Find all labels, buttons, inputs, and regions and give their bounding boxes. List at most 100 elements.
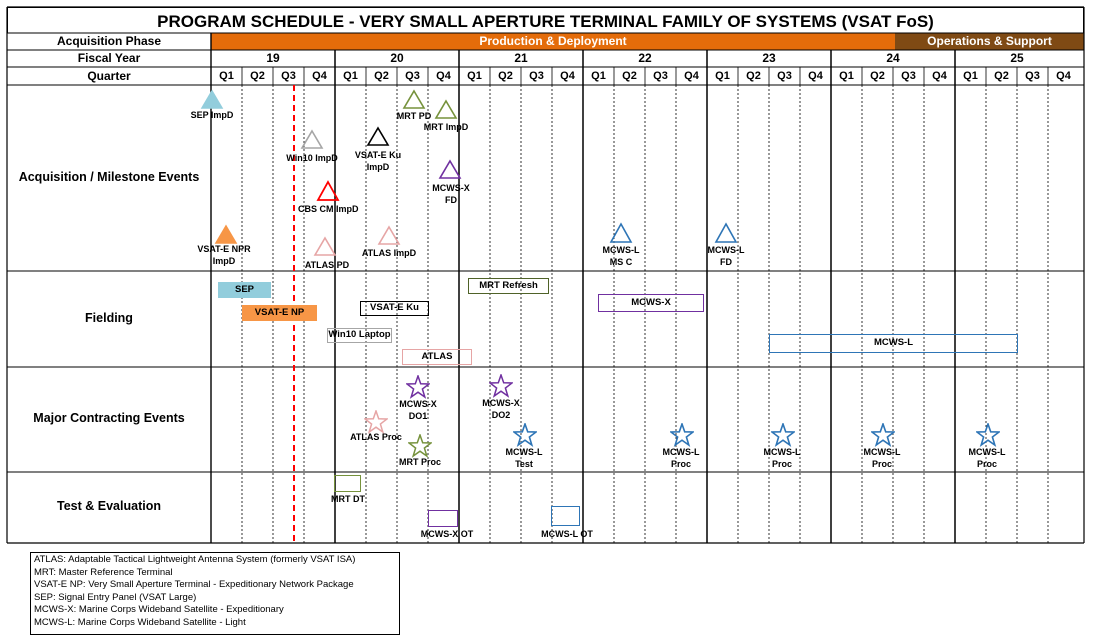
legend-entry: VSAT-E NP: Very Small Aperture Terminal … [34, 579, 354, 591]
triangle-icon [366, 126, 390, 146]
te-box-mcws-l-ot [551, 506, 580, 526]
fiscal-year-cell: 24 [886, 51, 900, 65]
contract-label: Proc [771, 459, 792, 469]
star-icon [976, 423, 1000, 447]
te-box-mcws-x-ot [428, 510, 458, 527]
milestone-label: ImpD [366, 162, 390, 172]
contract-label: MCWS-X [399, 399, 437, 409]
fiscal-year-label: Fiscal Year [77, 51, 141, 65]
contract-label: MRT Proc [398, 457, 441, 467]
milestone-label: MCWS-L [707, 245, 745, 255]
star-icon [364, 410, 388, 434]
quarter-cell: Q4 [560, 70, 575, 82]
triangle-icon [316, 180, 340, 201]
fielding-bar-atlas: ATLAS [402, 349, 472, 365]
quarter-cell: Q4 [1056, 70, 1071, 82]
triangle-icon [434, 99, 458, 119]
legend-entry: MRT: Master Reference Terminal [34, 566, 173, 578]
fiscal-year-cell: 21 [514, 51, 528, 65]
star-icon [513, 423, 537, 447]
row-label-acquisition: Acquisition / Milestone Events [18, 170, 200, 184]
quarter-cell: Q1 [467, 70, 482, 82]
milestone-label: ATLAS PD [304, 260, 350, 270]
triangle-icon [609, 222, 633, 243]
contract-label: MCWS-L [763, 447, 801, 457]
milestone-label: MCWS-X [432, 183, 470, 193]
triangle-icon [438, 159, 462, 179]
quarter-cell: Q1 [343, 70, 358, 82]
quarter-cell: Q3 [653, 70, 668, 82]
triangle-icon [714, 222, 738, 243]
acquisition-phase-label: Acquisition Phase [56, 34, 162, 48]
fiscal-year-cell: 22 [638, 51, 652, 65]
phase-operations-support: Operations & Support [895, 33, 1084, 50]
contract-label: Proc [871, 459, 892, 469]
quarter-cell: Q3 [405, 70, 420, 82]
legend-entry: MCWS-L: Marine Corps Wideband Satellite … [34, 616, 246, 628]
quarter-label: Quarter [87, 69, 131, 83]
quarter-cell: Q2 [498, 70, 513, 82]
milestone-label: MRT PD [396, 111, 432, 121]
quarter-cell: Q3 [777, 70, 792, 82]
quarter-cell: Q1 [963, 70, 978, 82]
milestone-label: VSAT-E NPR [197, 244, 251, 254]
te-label-mcws-x-ot: MCWS-X OT [420, 529, 474, 539]
fielding-bar-win10-laptop: Win10 Laptop [327, 328, 392, 343]
fiscal-year-cell: 20 [390, 51, 404, 65]
quarter-cell: Q2 [374, 70, 389, 82]
quarter-cell: Q4 [932, 70, 947, 82]
quarter-cell: Q1 [219, 70, 234, 82]
milestone-label: MCWS-L [602, 245, 640, 255]
star-icon [408, 434, 432, 458]
quarter-cell: Q2 [994, 70, 1009, 82]
triangle-icon [402, 89, 426, 109]
quarter-cell: Q4 [436, 70, 451, 82]
star-icon [406, 375, 430, 399]
legend-entry: MCWS-X: Marine Corps Wideband Satellite … [34, 604, 284, 616]
contract-label: Proc [670, 459, 691, 469]
quarter-cell: Q4 [312, 70, 327, 82]
milestone-label: ATLAS ImpD [361, 248, 417, 258]
quarter-cell: Q4 [808, 70, 823, 82]
fielding-bar-sep: SEP [218, 282, 271, 298]
milestone-label: FD [445, 195, 457, 205]
fielding-bar-mcws-x: MCWS-X [598, 294, 704, 312]
star-icon [670, 423, 694, 447]
legend: ATLAS: Adaptable Tactical Lightweight An… [30, 552, 400, 635]
phase-production-deployment: Production & Deployment [211, 33, 895, 50]
te-label-mcws-l-ot: MCWS-L OT [541, 529, 593, 539]
te-label-mrt-dt: MRT DT [331, 494, 365, 504]
contract-label: Proc [976, 459, 997, 469]
quarter-cell: Q1 [715, 70, 730, 82]
milestone-label: ImpD [212, 256, 236, 266]
quarter-cell: Q2 [746, 70, 761, 82]
quarter-cell: Q4 [684, 70, 699, 82]
triangle-icon [200, 89, 224, 109]
contract-label: MCWS-L [863, 447, 901, 457]
triangle-icon [313, 236, 337, 256]
fiscal-year-cell: 19 [266, 51, 280, 65]
star-icon [871, 423, 895, 447]
quarter-cell: Q3 [901, 70, 916, 82]
legend-entry: ATLAS: Adaptable Tactical Lightweight An… [34, 554, 356, 565]
quarter-cell: Q1 [839, 70, 854, 82]
quarter-cell: Q3 [1025, 70, 1040, 82]
fielding-bar-mcws-l: MCWS-L [769, 334, 1018, 353]
quarter-cell: Q3 [281, 70, 296, 82]
fielding-bar-vsat-e-np: VSAT-E NP [242, 305, 317, 321]
row-label-fielding: Fielding [85, 311, 133, 325]
contract-label: MCWS-L [968, 447, 1006, 457]
star-icon [489, 374, 513, 398]
contract-label: MCWS-L [505, 447, 543, 457]
te-box-mrt-dt [334, 475, 361, 492]
quarter-cell: Q2 [250, 70, 265, 82]
fiscal-year-cell: 25 [1010, 51, 1024, 65]
contract-label: MCWS-L [662, 447, 700, 457]
triangle-icon [300, 129, 324, 149]
milestone-label: SEP ImpD [190, 110, 234, 120]
contract-label: DO1 [408, 411, 428, 421]
row-label-contracting: Major Contracting Events [33, 411, 185, 425]
quarter-cell: Q2 [870, 70, 885, 82]
milestone-label: Win10 ImpD [286, 153, 338, 163]
